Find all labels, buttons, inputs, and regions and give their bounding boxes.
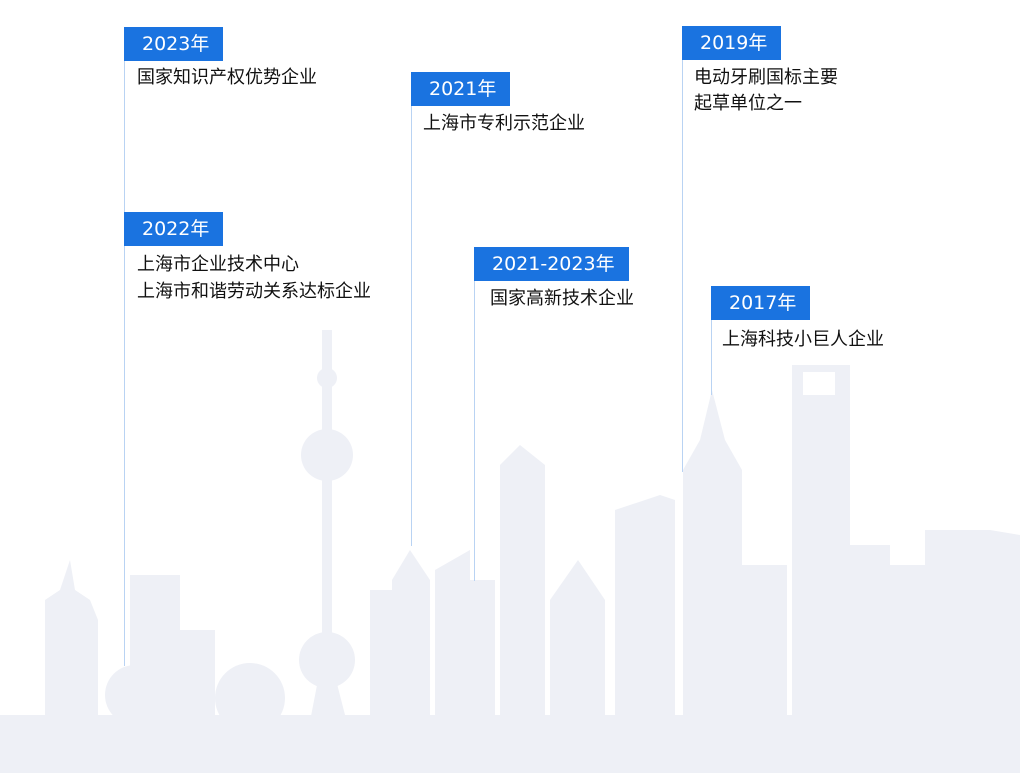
- year-badge: 2019年: [682, 26, 782, 60]
- year-badge: 2022年: [124, 212, 224, 246]
- year-badge: 2021年: [411, 72, 511, 106]
- milestone-text: 电动牙刷国标主要: [694, 67, 838, 88]
- milestone-text: 上海市和谐劳动关系达标企业: [137, 281, 371, 302]
- milestone-text: 国家知识产权优势企业: [137, 67, 317, 88]
- timeline-line-2021-2023: [474, 281, 475, 581]
- milestone-text: 上海市专利示范企业: [423, 113, 585, 134]
- milestone-text: 上海科技小巨人企业: [722, 329, 884, 350]
- timeline-line-2019: [682, 60, 683, 472]
- year-badge: 2023年: [124, 27, 224, 61]
- year-badge: 2021-2023年: [474, 247, 629, 281]
- timeline-line-2021: [411, 106, 412, 546]
- milestone-text: 起草单位之一: [694, 93, 802, 114]
- milestone-text: 上海市企业技术中心: [137, 254, 299, 275]
- milestone-text: 国家高新技术企业: [490, 288, 634, 309]
- year-badge: 2017年: [711, 286, 811, 320]
- timeline-line-2017: [711, 320, 712, 395]
- timeline-line-2023: [124, 61, 125, 666]
